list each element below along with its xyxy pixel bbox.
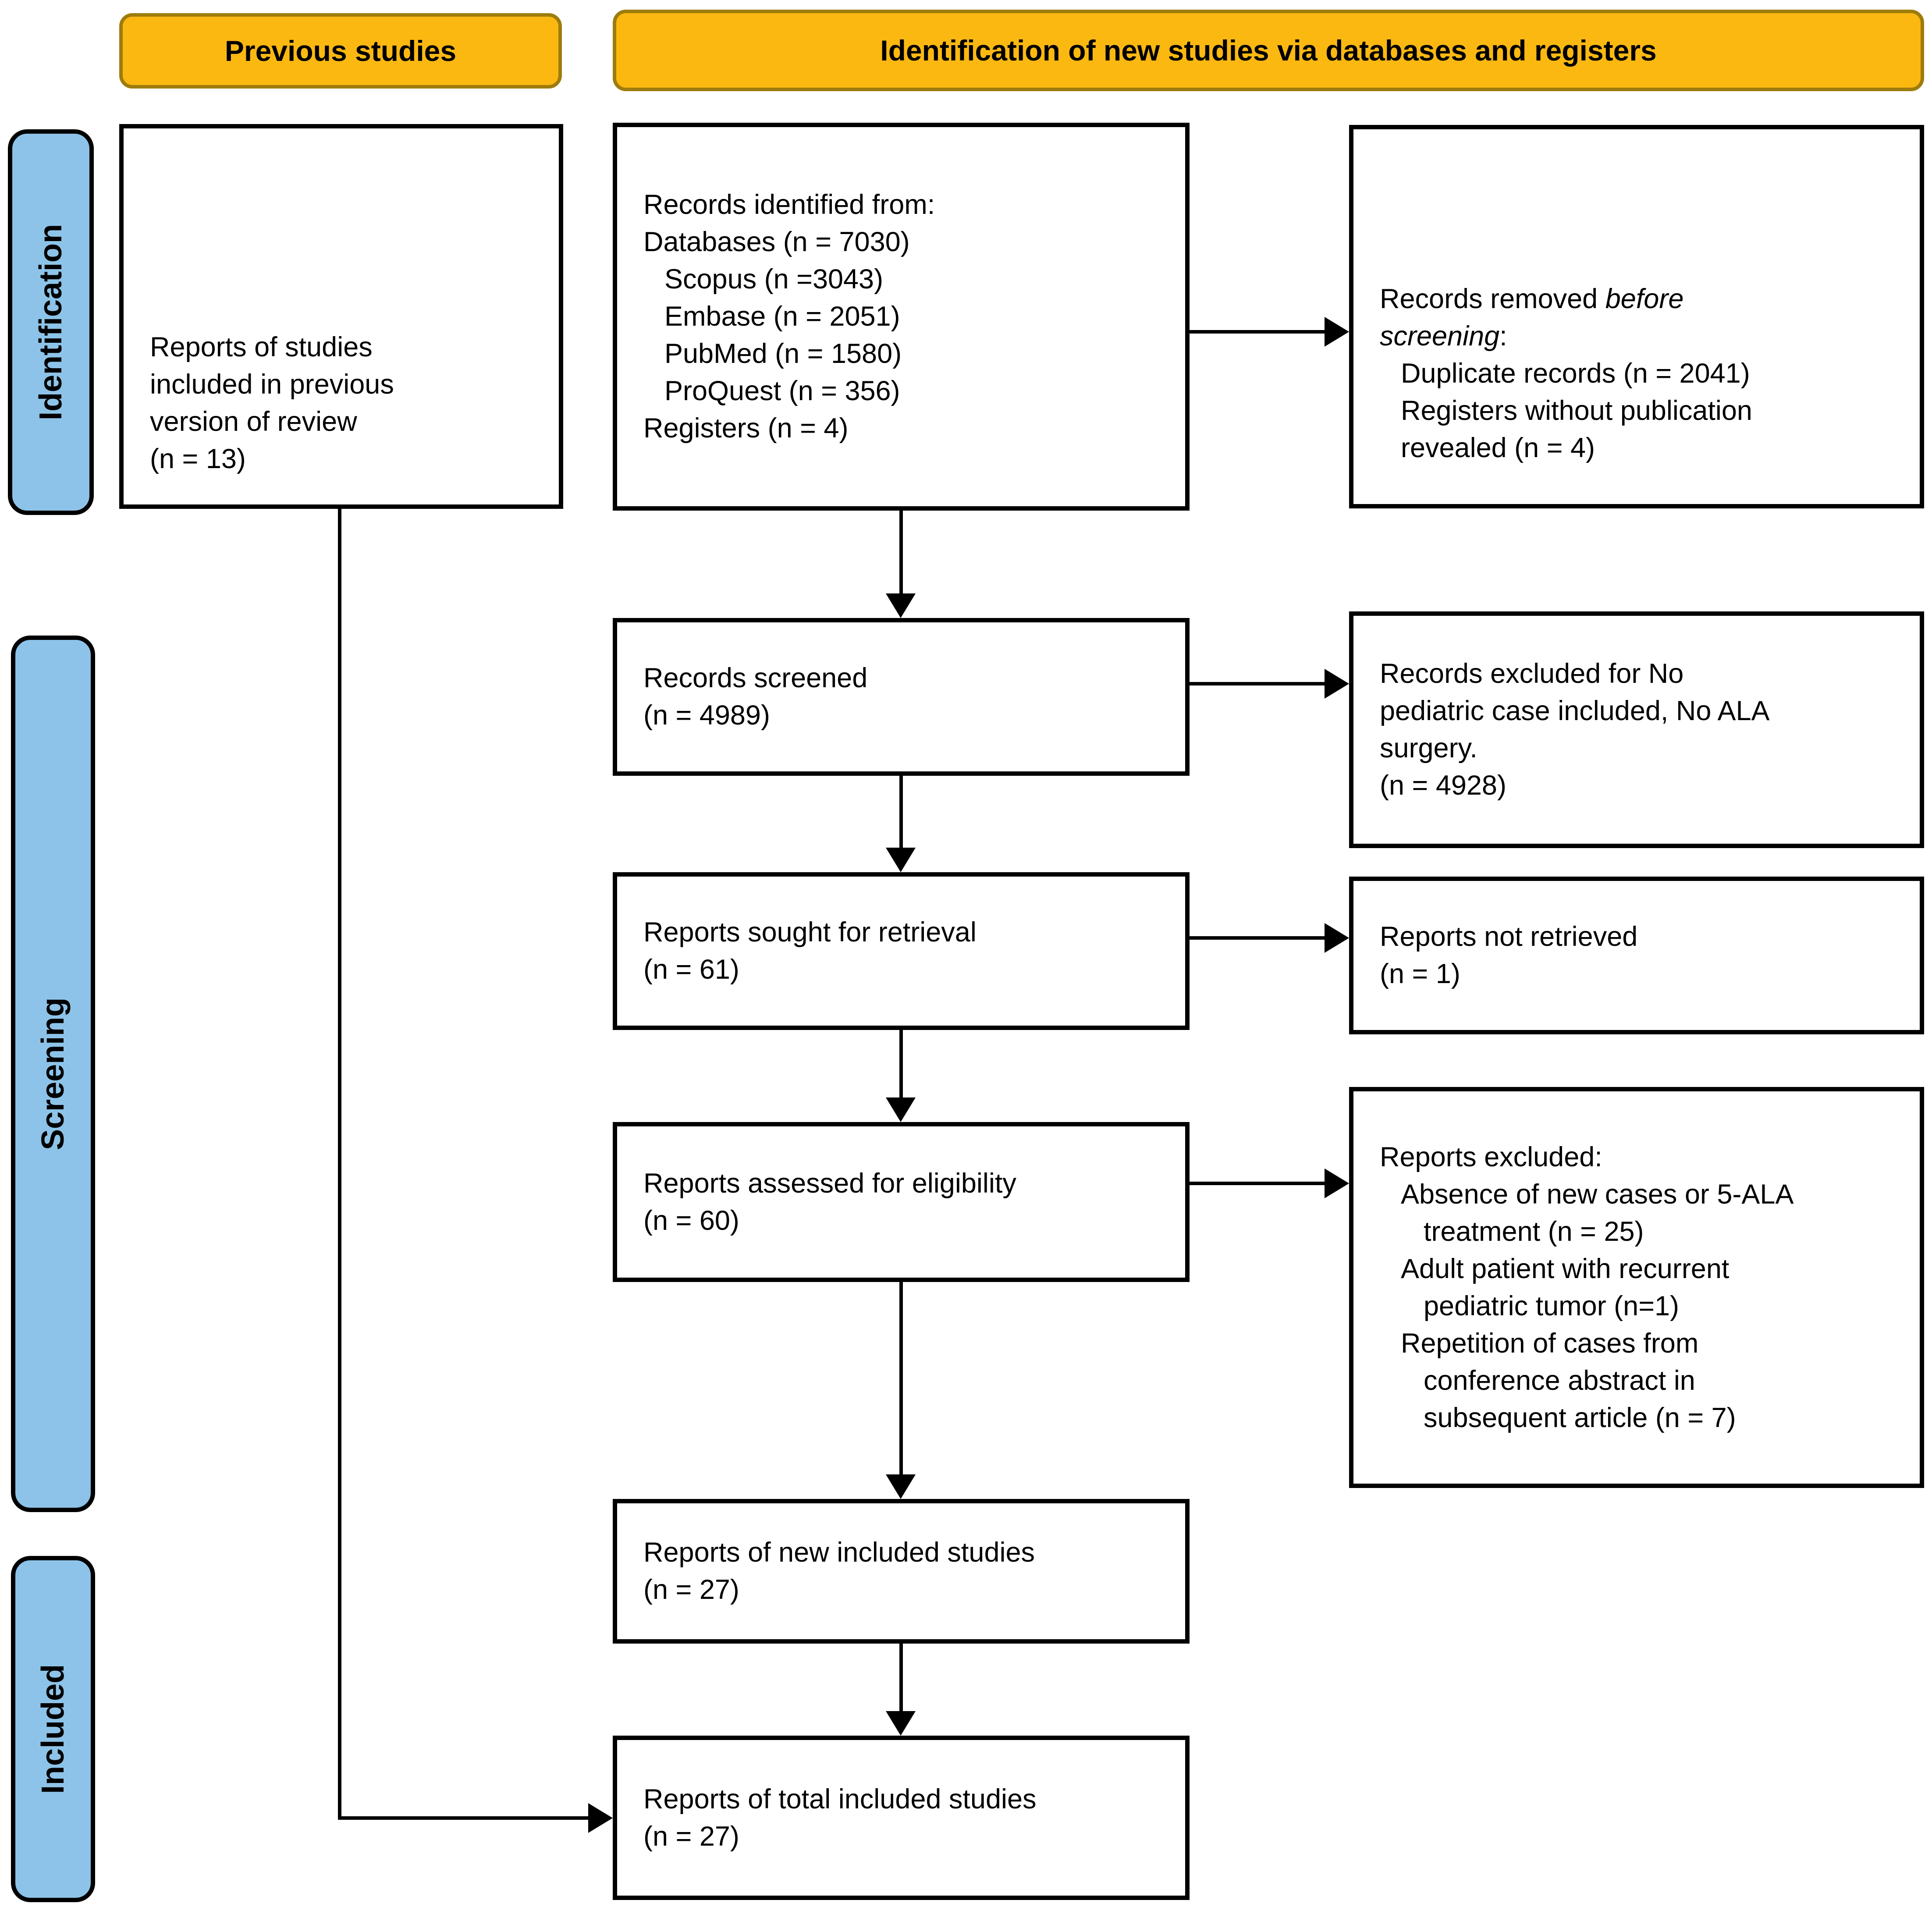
box-line: surgery. xyxy=(1380,733,1477,764)
box-line: PubMed (n = 1580) xyxy=(664,338,902,369)
box-line: (n = 1) xyxy=(1380,959,1460,989)
box-line: Registers (n = 4) xyxy=(643,413,849,444)
box-line: Reports not retrieved xyxy=(1380,921,1638,952)
box-line: Adult patient with recurrent xyxy=(1401,1253,1730,1284)
box-new-included-studies: Reports of new included studies (n = 27) xyxy=(613,1499,1190,1644)
sidebar-label-included: Included xyxy=(36,1664,71,1794)
box-line: conference abstract in xyxy=(1424,1365,1695,1396)
box-line: revealed (n = 4) xyxy=(1401,433,1595,463)
arrowhead-right-icon xyxy=(1325,1168,1349,1198)
sidebar-label-screening: Screening xyxy=(36,997,71,1151)
box-reports-assessed: Reports assessed for eligibility (n = 60… xyxy=(613,1122,1190,1282)
connector-identified-to-removed xyxy=(1190,330,1325,334)
box-line: Reports excluded: xyxy=(1380,1141,1602,1172)
box-line: Reports sought for retrieval xyxy=(643,917,977,948)
box-line: Databases (n = 7030) xyxy=(643,227,910,257)
connector-assessed-to-new-included xyxy=(899,1282,903,1475)
box-line: (n = 27) xyxy=(643,1821,739,1852)
box-records-identified: Records identified from: Databases (n = … xyxy=(613,123,1190,511)
box-line: Repetition of cases from xyxy=(1401,1328,1699,1359)
arrowhead-right-icon xyxy=(588,1803,613,1833)
box-total-included-studies: Reports of total included studies (n = 2… xyxy=(613,1736,1190,1900)
box-records-excluded: Records excluded for No pediatric case i… xyxy=(1349,611,1924,848)
box-line: Registers without publication xyxy=(1401,395,1752,426)
box-line-text: : xyxy=(1499,321,1507,352)
sidebar-tab-screening: Screening xyxy=(11,636,95,1512)
box-line: Records screened xyxy=(643,663,868,693)
box-line: Records identified from: xyxy=(643,189,935,220)
box-line: Absence of new cases or 5-ALA xyxy=(1401,1179,1794,1210)
box-line: Reports of new included studies xyxy=(643,1537,1035,1568)
connector-identified-to-screened xyxy=(899,511,903,594)
connector-screened-to-sought xyxy=(899,776,903,849)
header-previous-studies: Previous studies xyxy=(119,13,562,89)
box-line: (n = 4928) xyxy=(1380,770,1506,801)
box-line: Duplicate records (n = 2041) xyxy=(1401,358,1750,389)
box-line: screening: xyxy=(1380,318,1911,355)
box-line: pediatric case included, No ALA xyxy=(1380,696,1770,726)
connector-previous-elbow-vertical xyxy=(338,509,341,1820)
box-line: Reports of studies xyxy=(150,332,373,362)
box-line: treatment (n = 25) xyxy=(1424,1216,1644,1247)
box-line: (n = 60) xyxy=(643,1205,739,1236)
sidebar-tab-identification: Identification xyxy=(8,129,94,515)
arrowhead-down-icon xyxy=(886,1097,916,1122)
box-line: Records removed before xyxy=(1380,281,1911,318)
box-reports-not-retrieved: Reports not retrieved (n = 1) xyxy=(1349,877,1924,1034)
header-identification-new-studies: Identification of new studies via databa… xyxy=(613,10,1924,91)
box-previous-version-reports: Reports of studies included in previous … xyxy=(119,124,563,509)
arrowhead-right-icon xyxy=(1325,669,1349,699)
box-line: Reports assessed for eligibility xyxy=(643,1168,1016,1199)
arrowhead-down-icon xyxy=(886,1711,916,1736)
box-line: (n = 61) xyxy=(643,954,739,985)
box-line: Embase (n = 2051) xyxy=(664,301,900,332)
sidebar-label-identification: Identification xyxy=(33,224,68,420)
box-line-text: Records removed xyxy=(1380,284,1605,314)
arrowhead-down-icon xyxy=(886,593,916,618)
box-records-screened: Records screened (n = 4989) xyxy=(613,618,1190,776)
box-reports-sought: Reports sought for retrieval (n = 61) xyxy=(613,872,1190,1030)
box-line: (n = 13) xyxy=(150,444,246,474)
connector-sought-to-assessed xyxy=(899,1030,903,1098)
box-line: ProQuest (n = 356) xyxy=(664,376,900,406)
box-line: pediatric tumor (n=1) xyxy=(1424,1290,1679,1321)
box-line: subsequent article (n = 7) xyxy=(1424,1402,1736,1433)
box-line-text-italic: screening xyxy=(1380,321,1500,352)
box-line: (n = 4989) xyxy=(643,700,770,731)
connector-assessed-to-reports-excluded xyxy=(1190,1182,1325,1185)
box-line: Records excluded for No xyxy=(1380,658,1684,689)
box-line: included in previous xyxy=(150,369,394,400)
box-reports-excluded: Reports excluded: Absence of new cases o… xyxy=(1349,1087,1924,1488)
arrowhead-down-icon xyxy=(886,1474,916,1499)
connector-sought-to-not-retrieved xyxy=(1190,936,1325,940)
connector-previous-elbow-horizontal xyxy=(338,1816,589,1820)
box-line-text-italic: before xyxy=(1605,284,1684,314)
arrowhead-right-icon xyxy=(1325,923,1349,953)
arrowhead-right-icon xyxy=(1325,317,1349,347)
box-line: Reports of total included studies xyxy=(643,1783,1037,1815)
connector-new-to-total-included xyxy=(899,1644,903,1712)
arrowhead-down-icon xyxy=(886,848,916,872)
box-line: version of review xyxy=(150,406,357,437)
sidebar-tab-included: Included xyxy=(11,1556,95,1902)
box-line: (n = 27) xyxy=(643,1574,739,1605)
box-line: Scopus (n =3043) xyxy=(664,264,884,295)
connector-screened-to-excluded xyxy=(1190,682,1325,685)
box-records-removed: Records removed before screening: Duplic… xyxy=(1349,125,1924,508)
